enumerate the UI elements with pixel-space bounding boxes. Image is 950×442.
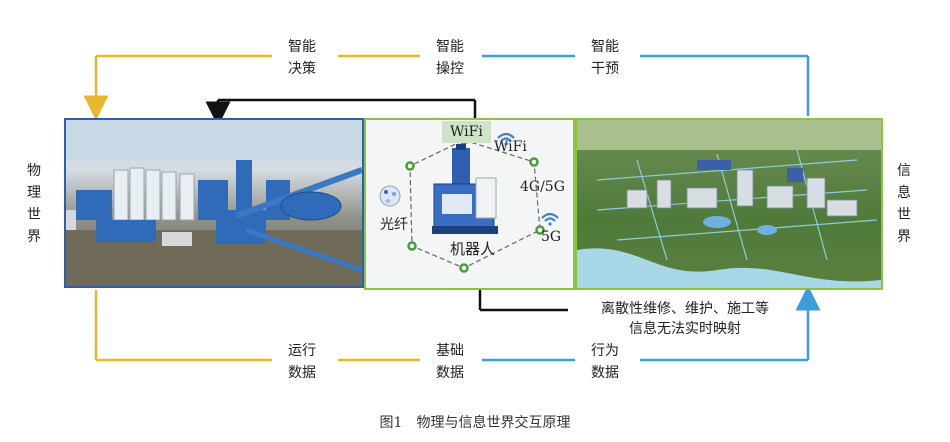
figure-caption: 图1 物理与信息世界交互原理	[379, 415, 571, 431]
robot-label: 机器人	[450, 240, 496, 258]
plant-illustration	[66, 120, 362, 286]
fiber-label: 光纤	[380, 217, 408, 233]
note-line-2: 信息无法实时映射	[629, 321, 741, 337]
network-node	[529, 157, 539, 167]
top-label-decision: 智能决策	[288, 39, 316, 77]
globe-icon	[379, 185, 401, 207]
bottom-right-arrow	[482, 285, 821, 362]
network-ring	[379, 132, 559, 273]
digital-twin-illustration	[577, 120, 881, 288]
robot-icon	[432, 144, 498, 234]
side-label-information-world: 信息世界	[897, 163, 911, 245]
bottom-left-arrow	[94, 290, 420, 362]
bottom-label-basic-data: 基础数据	[436, 343, 464, 381]
network-node	[407, 241, 417, 251]
signal-5g-icon	[541, 212, 559, 226]
wifi-label: WiFi	[494, 139, 527, 155]
network-4g5g-label: 4G/5G	[520, 179, 565, 195]
bottom-label-operating-data: 运行数据	[288, 343, 316, 381]
note-line-1: 离散性维修、维护、施工等	[601, 301, 769, 317]
top-left-arrow	[83, 54, 420, 121]
information-world-panel	[575, 118, 883, 290]
physical-world-panel	[64, 118, 364, 288]
network-node	[535, 225, 545, 235]
network-node	[459, 263, 469, 273]
top-right-arrow	[482, 54, 810, 116]
side-label-physical-world: 物理世界	[27, 163, 41, 245]
network-node	[405, 161, 415, 171]
top-label-intervention: 智能干预	[591, 39, 619, 77]
bottom-label-behavior-data: 行为数据	[591, 343, 619, 381]
wifi-icon	[497, 132, 515, 146]
top-label-control: 智能操控	[436, 39, 464, 77]
wifi-tag: WiFi	[442, 121, 491, 143]
network-5g-label: 5G	[541, 229, 562, 245]
